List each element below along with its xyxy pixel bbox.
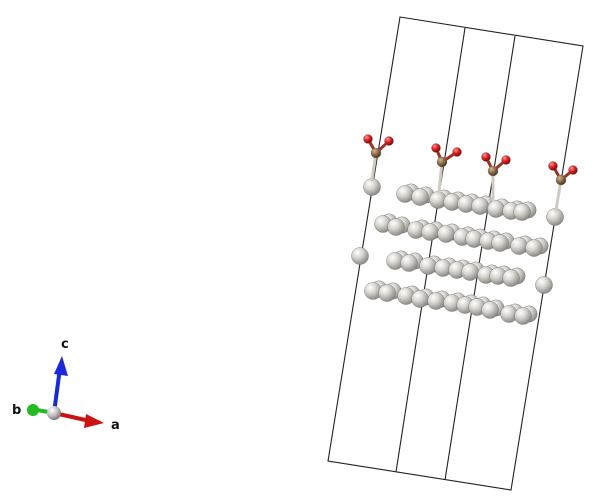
metal-atom: [411, 290, 429, 308]
metal-atom: [396, 185, 414, 203]
metal-atom: [510, 237, 528, 255]
axis-origin-sphere: [47, 406, 61, 420]
carbon-atom: [555, 174, 567, 186]
carbon-atom: [487, 165, 499, 177]
axis-c-label: c: [61, 337, 69, 352]
metal-atom: [502, 269, 520, 287]
oxygen-atom: [452, 147, 462, 157]
cell-front-face: [327, 16, 584, 491]
metal-atom: [525, 239, 543, 257]
metal-atom: [461, 263, 479, 281]
metal-atom: [411, 188, 429, 206]
metal-atom: [437, 225, 455, 243]
oxygen-atom: [548, 161, 558, 171]
oxygen-atom: [431, 143, 441, 153]
metal-atom: [427, 292, 445, 310]
metal-slab: [351, 178, 564, 325]
metal-atom: [491, 234, 509, 252]
oxygen-atom: [363, 134, 373, 144]
axis-triad: c b a: [12, 337, 120, 433]
carbon-atom: [436, 156, 448, 168]
metal-atom: [471, 197, 489, 215]
metal-atom: [387, 218, 405, 236]
axis-c-arrowhead: [54, 356, 68, 376]
metal-atom: [351, 247, 369, 265]
adsorbate-molecules: [363, 134, 578, 212]
oxygen-atom: [568, 165, 578, 175]
carbon-atom: [370, 147, 382, 159]
metal-atom: [481, 301, 499, 319]
metal-atom: [421, 223, 439, 241]
metal-atom: [400, 254, 418, 272]
oxygen-atom: [501, 155, 511, 165]
metal-atom: [487, 200, 505, 218]
metal-atom: [535, 276, 553, 294]
oxygen-atom: [481, 152, 491, 162]
axis-a-label: a: [111, 418, 120, 433]
axis-a-arrowhead: [84, 414, 104, 428]
axis-c-shaft: [52, 367, 62, 414]
oxygen-atom: [384, 136, 394, 146]
metal-atom: [514, 307, 532, 325]
cell-edge: [444, 35, 516, 481]
cell-edge: [395, 27, 466, 473]
axis-b-label: b: [12, 403, 21, 418]
axis-b-arrowhead: [27, 404, 39, 416]
metal-atom: [378, 284, 396, 302]
metal-atom: [513, 203, 531, 221]
metal-atom: [419, 257, 437, 275]
unit-cell-outline: [327, 16, 584, 491]
